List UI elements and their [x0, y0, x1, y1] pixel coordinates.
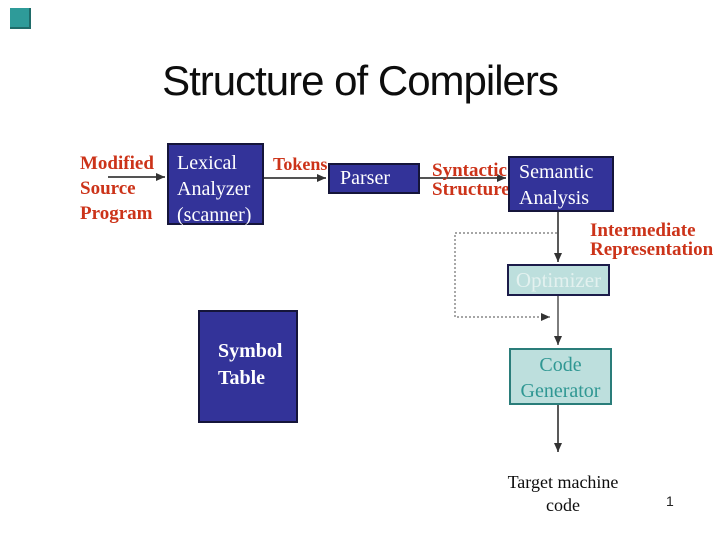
node-label-line: (scanner)	[177, 204, 252, 226]
node-parser: Parser	[328, 163, 420, 194]
node-label-line: Semantic	[519, 161, 594, 183]
node-label-line: Table	[218, 367, 266, 389]
node-label-line: Code	[539, 354, 582, 376]
edge-label-line: Source	[80, 178, 136, 199]
slide-corner-marker	[10, 8, 31, 29]
output-label-line: code	[546, 495, 580, 515]
node-label-line: Lexical	[177, 152, 237, 174]
node-label-line: Analysis	[519, 187, 589, 209]
node-semantic-analysis: Semantic Analysis	[508, 156, 614, 212]
edge-label-modified-source-program: Modified Source Program	[80, 151, 154, 226]
node-label-line: Analyzer	[177, 178, 251, 200]
node-label-line: Symbol	[218, 340, 283, 362]
edge-label-tokens: Tokens	[273, 154, 328, 174]
node-optimizer: Optimizer	[507, 264, 610, 296]
edge-label-syntactic-structure: Syntactic Structure	[432, 161, 510, 199]
dotted-bypass-semantic-to-codegen	[454, 232, 557, 321]
edge-label-line: Program	[80, 203, 153, 224]
node-label-line: Generator	[520, 380, 601, 402]
node-code-generator: Code Generator	[509, 348, 612, 405]
node-symbol-table: Symbol Table	[198, 310, 298, 423]
node-lexical-analyzer: Lexical Analyzer (scanner)	[167, 143, 264, 226]
slide-page-number: 1	[666, 493, 674, 509]
edge-label-line: Representation	[590, 239, 714, 260]
edge-label-intermediate-representation: Intermediate Representation	[590, 221, 713, 259]
page-title: Structure of Compilers	[162, 57, 559, 104]
edge-label-line: Syntactic	[432, 160, 507, 181]
edge-label-line: Structure	[432, 179, 510, 200]
edge-label-line: Modified	[80, 153, 154, 174]
output-label-line: Target machine	[507, 472, 619, 492]
edge-label-line: Intermediate	[590, 220, 696, 241]
output-label-target-machine-code: Target machine code	[499, 471, 627, 517]
